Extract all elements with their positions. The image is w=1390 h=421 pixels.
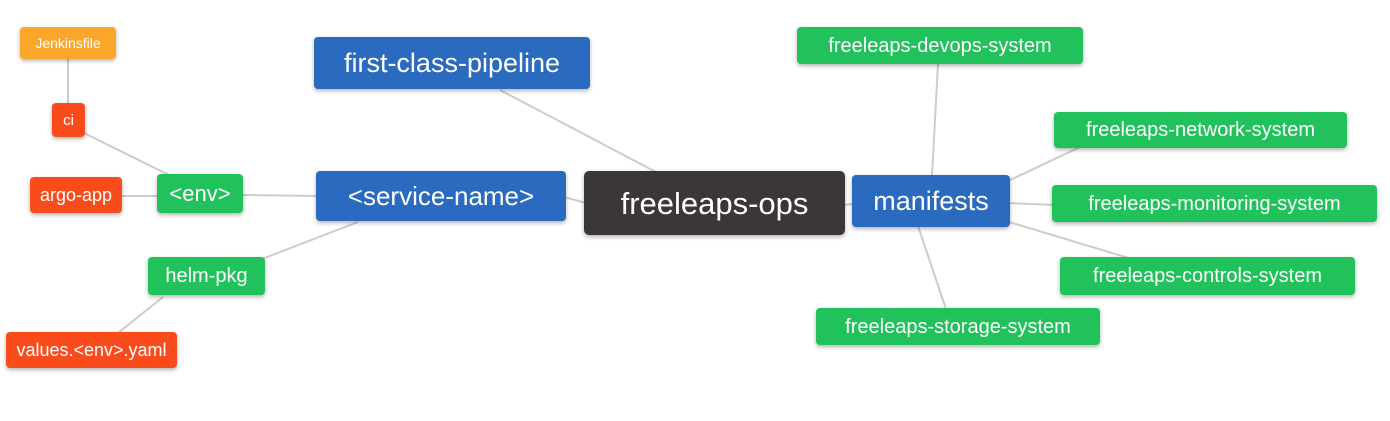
node-values-env-yaml[interactable]: values.<env>.yaml — [6, 332, 177, 368]
edge-manifests-network — [1007, 146, 1081, 182]
node-first-class-pipeline[interactable]: first-class-pipeline — [314, 37, 590, 89]
node-freeleaps-storage-system[interactable]: freeleaps-storage-system — [816, 308, 1100, 345]
node-freeleaps-devops-system[interactable]: freeleaps-devops-system — [797, 27, 1083, 64]
node-freeleaps-monitoring-system[interactable]: freeleaps-monitoring-system — [1052, 185, 1377, 222]
node-manifests[interactable]: manifests — [852, 175, 1010, 227]
edge-env-service-name — [241, 194, 318, 197]
node-env[interactable]: <env> — [157, 174, 243, 213]
edge-values-helm-pkg — [117, 296, 164, 334]
node-jenkinsfile[interactable]: Jenkinsfile — [20, 27, 116, 59]
node-ci[interactable]: ci — [52, 103, 85, 137]
node-freeleaps-controls-system[interactable]: freeleaps-controls-system — [1060, 257, 1355, 295]
edge-manifests-devops — [931, 63, 939, 177]
node-helm-pkg[interactable]: helm-pkg — [148, 257, 265, 295]
node-freeleaps-ops-root[interactable]: freeleaps-ops — [584, 171, 845, 235]
node-argo-app[interactable]: argo-app — [30, 177, 122, 213]
edge-helm-pkg-service-name — [261, 221, 359, 260]
edge-manifests-monitoring — [1007, 202, 1056, 206]
edge-ci-env — [83, 132, 174, 178]
edge-service-name-root — [563, 196, 587, 204]
edge-manifests-storage — [917, 225, 947, 310]
node-service-name[interactable]: <service-name> — [316, 171, 566, 221]
node-freeleaps-network-system[interactable]: freeleaps-network-system — [1054, 112, 1347, 148]
edge-manifests-controls — [1008, 221, 1133, 260]
edge-pipeline-root — [499, 89, 657, 173]
